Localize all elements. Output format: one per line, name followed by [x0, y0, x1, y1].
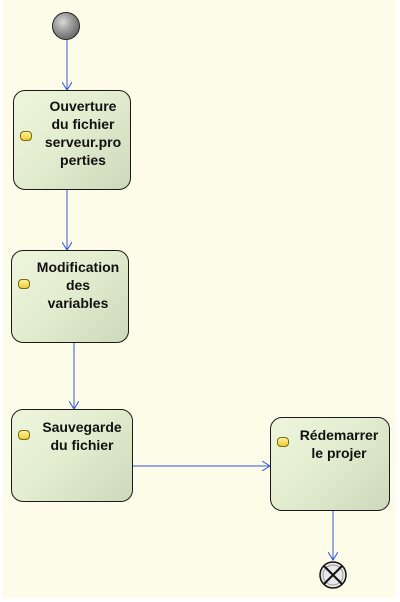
action-ouverture-fichier[interactable]: Ouverture du fichier serveur.pro perties [13, 90, 131, 190]
action-pin-icon [18, 279, 30, 289]
final-node-icon [319, 561, 347, 589]
action-modification-variables[interactable]: Modification des variables [11, 250, 129, 343]
action-sauvegarde-fichier[interactable]: Sauvegarde du fichier [11, 409, 133, 502]
action-label: Modification des variables [36, 259, 120, 311]
action-pin-icon [18, 430, 30, 440]
action-label: Sauvegarde du fichier [42, 419, 122, 453]
action-redemarrer-projet[interactable]: Rédemarrer le projer [270, 417, 390, 511]
action-label: Rédemarrer le projer [299, 427, 379, 461]
action-label: Ouverture du fichier serveur.pro perties [44, 98, 122, 168]
action-pin-icon [277, 437, 289, 447]
initial-node-icon [52, 12, 80, 40]
action-pin-icon [20, 131, 32, 141]
